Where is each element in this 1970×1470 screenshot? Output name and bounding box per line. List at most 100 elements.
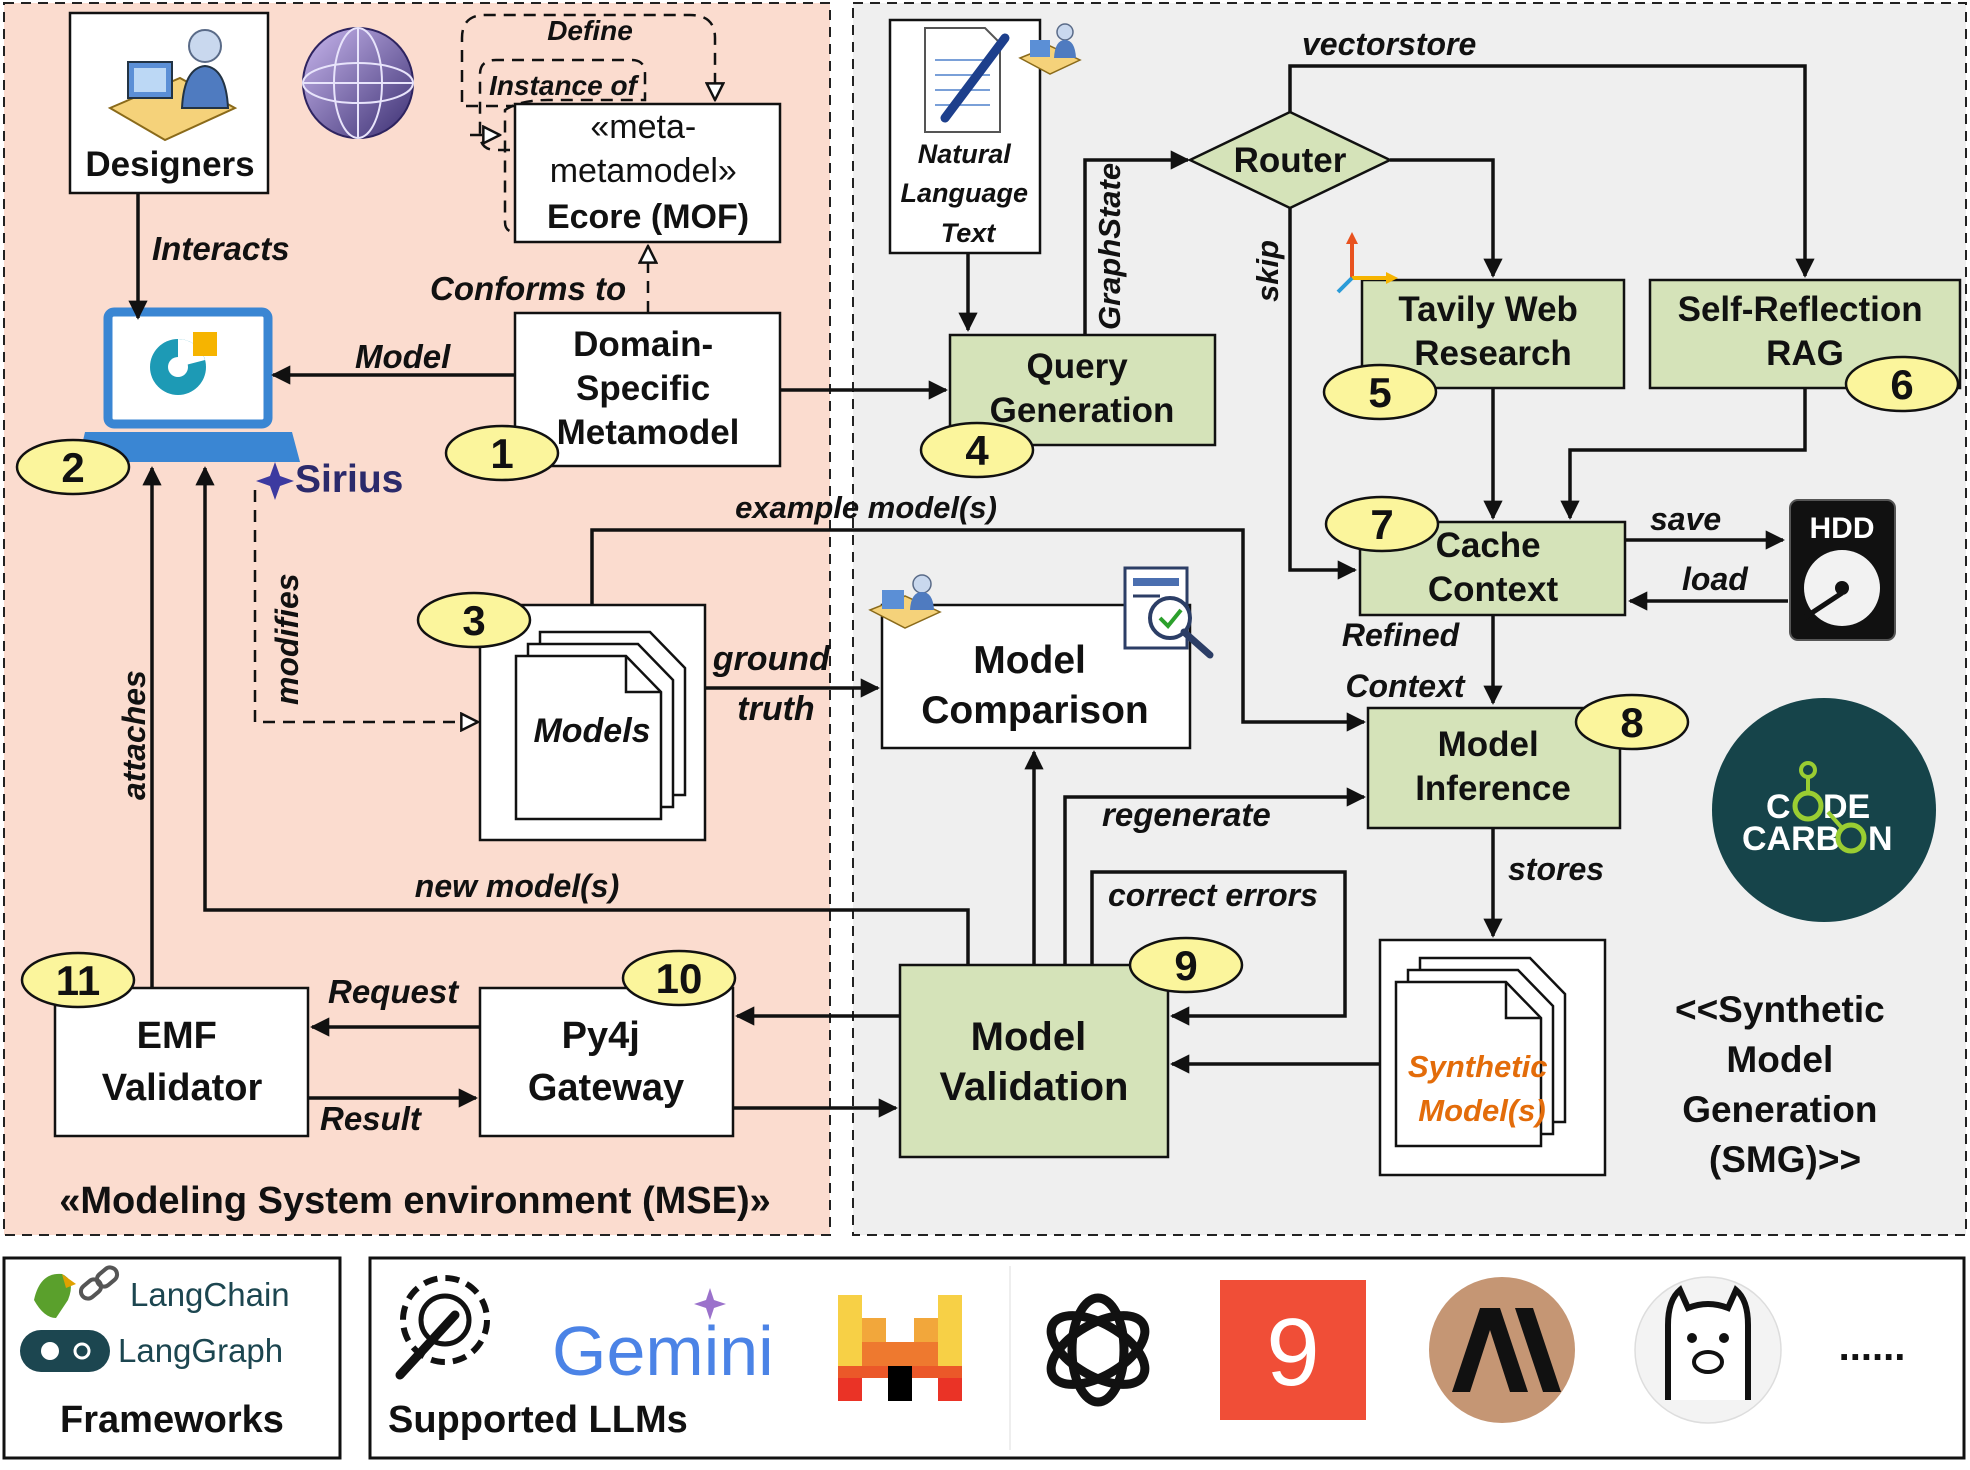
- model-validation-box: [898, 963, 1170, 1159]
- hdd-icon: HDD: [1789, 499, 1896, 641]
- langchain-label: LangChain: [130, 1276, 290, 1313]
- gemini-logo: Gemini: [552, 1312, 774, 1390]
- comparison-user-icon: [868, 574, 942, 629]
- sirius-logo: Sirius: [295, 458, 403, 501]
- globe-icon: [302, 27, 414, 139]
- mse-title: «Modeling System environment (MSE)»: [59, 1180, 771, 1222]
- router-label: Router: [1234, 141, 1347, 180]
- example-models-edge: [590, 528, 1366, 732]
- nl-text-label: Natural Language Text: [900, 139, 1035, 248]
- designers-icon: [107, 29, 238, 142]
- axes-icon: [1336, 232, 1398, 294]
- svg-text:9: 9: [1266, 1299, 1319, 1406]
- badge-1: 1: [444, 424, 560, 482]
- badge-2: 2: [15, 438, 131, 496]
- langgraph-icon: [20, 1330, 110, 1372]
- define-label: Define: [547, 15, 633, 46]
- router-to-tavily-edge: [1390, 158, 1503, 278]
- load-label: load: [1682, 561, 1749, 597]
- vectorstore-edge: [1288, 64, 1815, 278]
- openai-icon: [1046, 1293, 1150, 1407]
- svg-text:9: 9: [1174, 942, 1197, 989]
- models-label: Models: [533, 712, 650, 750]
- model-label: Model: [355, 338, 451, 375]
- user-small-icon: [1018, 23, 1082, 75]
- instance-of-loop: [478, 58, 647, 234]
- llms-title: Supported LLMs: [388, 1399, 688, 1441]
- model-validation-label: Model Validation: [940, 1015, 1129, 1109]
- badge-7: 7: [1324, 495, 1440, 553]
- stores-label: stores: [1508, 851, 1604, 887]
- new-models-edge: [195, 466, 970, 965]
- modifies-edge: [253, 490, 478, 722]
- sirius-star-icon: [256, 462, 294, 500]
- save-label: save: [1650, 501, 1721, 537]
- py4j-gateway-label: Py4j Gateway: [528, 1015, 684, 1109]
- smg-title: <<Synthetic Model Generation (SMG)>>: [1675, 989, 1895, 1180]
- badge-10: 10: [621, 949, 737, 1007]
- badge-9: 9: [1128, 936, 1244, 994]
- svg-text:11: 11: [56, 957, 100, 1004]
- models-doc-icon: [514, 630, 687, 821]
- svg-text:10: 10: [656, 955, 703, 1002]
- svg-text:1: 1: [490, 430, 513, 477]
- ecore-box: [513, 102, 782, 244]
- dsm-label: Domain- Specific Metamodel: [557, 325, 740, 452]
- reflection-to-cache-edge: [1560, 388, 1807, 520]
- synthetic-doc-icon: [1394, 956, 1567, 1148]
- svg-text:5: 5: [1368, 369, 1391, 416]
- svg-text:DE: DE: [1823, 788, 1870, 826]
- dsm-box: [513, 311, 782, 468]
- instance-of-label: Instance of: [489, 70, 639, 101]
- graphstate-label: GraphState: [1092, 163, 1127, 330]
- laptop-icon: [78, 307, 300, 462]
- codecarbon-logo: C DE CARB N: [1712, 698, 1936, 922]
- example-models-label: example model(s): [735, 490, 997, 525]
- badge-6: 6: [1844, 355, 1960, 413]
- document-pen-icon: [924, 27, 1010, 133]
- vectorstore-label: vectorstore: [1302, 26, 1476, 62]
- svg-text:6: 6: [1890, 361, 1913, 408]
- svg-text:HDD: HDD: [1810, 512, 1875, 545]
- gear-wrench-icon: [395, 1275, 490, 1380]
- correct-errors-label: correct errors: [1108, 877, 1318, 913]
- magnifier-report-icon: [1123, 566, 1214, 659]
- emf-validator-label: EMF Validator: [102, 1015, 263, 1109]
- ground-truth-label: ground truth: [712, 640, 840, 728]
- cache-context-label: Cache Context: [1428, 526, 1559, 609]
- modifies-label: modifies: [269, 573, 305, 705]
- svg-text:2: 2: [61, 444, 84, 491]
- frameworks-title: Frameworks: [60, 1399, 284, 1441]
- svg-text:8: 8: [1620, 699, 1643, 746]
- emf-validator-box: [53, 986, 310, 1138]
- langgraph-label: LangGraph: [118, 1332, 283, 1369]
- model-inference-label: Model Inference: [1415, 725, 1571, 808]
- regenerate-edge: [1063, 787, 1366, 965]
- mistral-icon: [838, 1295, 962, 1401]
- interacts-label: Interacts: [152, 230, 290, 267]
- badge-5: 5: [1322, 363, 1438, 421]
- designers-label: Designers: [85, 145, 254, 184]
- svg-text:4: 4: [965, 427, 989, 474]
- ecore-label: «meta- metamodel» Ecore (MOF): [547, 108, 749, 236]
- badge-3: 3: [416, 591, 532, 649]
- regenerate-label: regenerate: [1102, 796, 1271, 833]
- refined-context-label: Refined Context: [1342, 617, 1468, 704]
- define-loop: [460, 13, 715, 108]
- tavily-label: Tavily Web Research: [1398, 290, 1587, 373]
- synthetic-models-label: Synthetic Model(s): [1408, 1049, 1556, 1128]
- conforms-to-label: Conforms to: [430, 270, 626, 307]
- attaches-label: attaches: [116, 670, 152, 800]
- parrot-icon: [34, 1273, 76, 1318]
- badge-11: 11: [20, 951, 136, 1009]
- request-label: Request: [328, 973, 460, 1010]
- svg-text:7: 7: [1370, 501, 1393, 548]
- query-generation-label: Query Generation: [990, 347, 1175, 430]
- graphstate-edge: [1083, 150, 1190, 335]
- badge-4: 4: [919, 421, 1035, 479]
- anthropic-icon: [1429, 1277, 1575, 1423]
- svg-text:C: C: [1766, 788, 1791, 826]
- skip-label: skip: [1250, 240, 1285, 302]
- model-comparison-label: Model Comparison: [921, 639, 1149, 732]
